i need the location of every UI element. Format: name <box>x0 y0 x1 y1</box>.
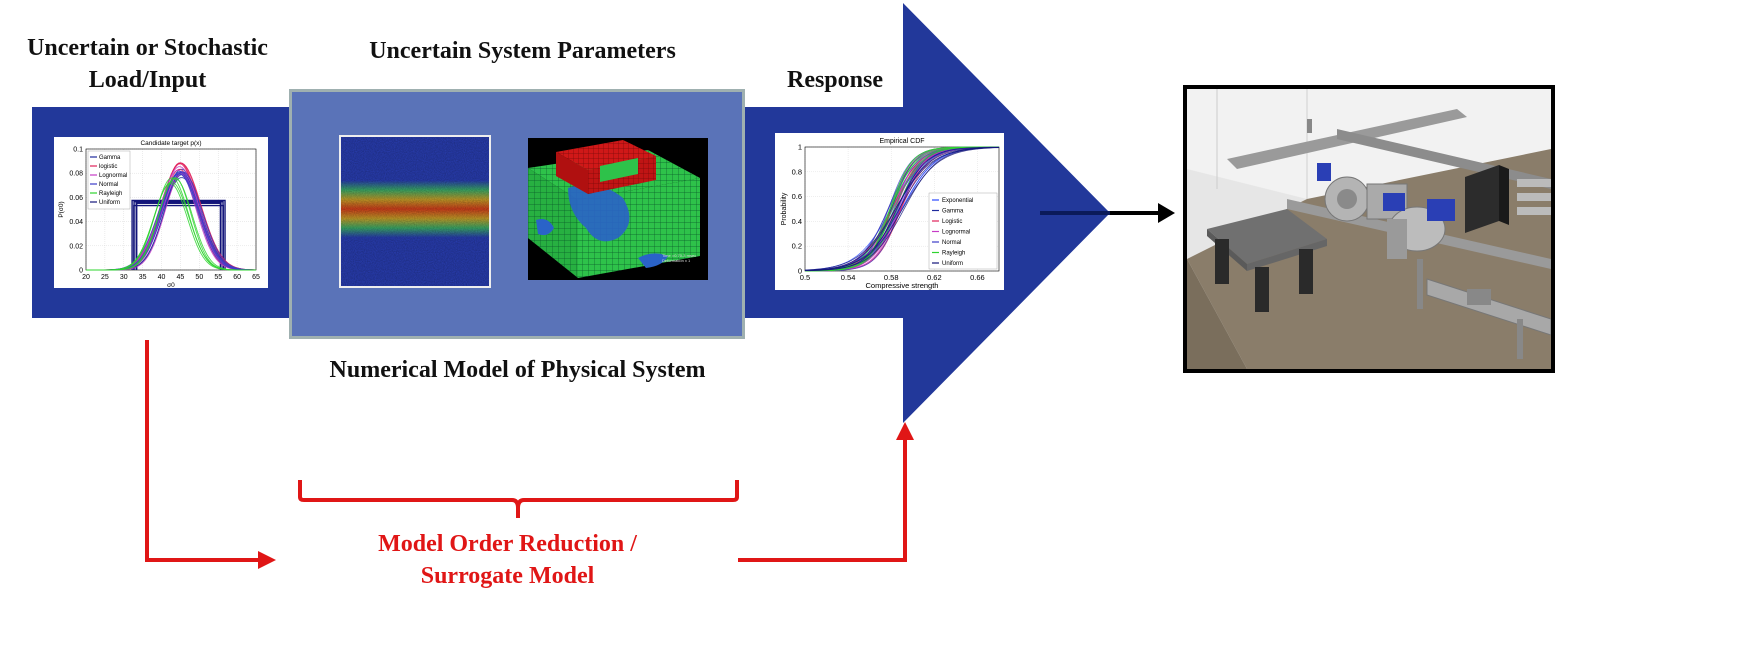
cdf-chart-title: Empirical CDF <box>879 138 924 145</box>
cdf-y-axis-label: Probability <box>781 192 788 225</box>
pdf-series-uniform <box>131 199 226 270</box>
output-arrowhead <box>1158 203 1175 223</box>
pdf-y-tick-label: 0.1 <box>73 147 83 154</box>
input-pdf-panel: Candidate target p(x) 20 25 30 35 40 45 50 55 60 6… <box>54 137 268 289</box>
pdf-y-tick-label: 0.06 <box>69 195 83 202</box>
pdf-y-tick-label: 0.04 <box>69 219 83 226</box>
input-title: Uncertain or Stochastic Load/Input <box>0 32 295 96</box>
pdf-legend-box <box>87 150 131 210</box>
pdf-y-axis-label: P(σ0) <box>58 201 65 217</box>
response-title: Response <box>786 67 883 93</box>
pdf-x-tick-label: 35 <box>139 274 147 281</box>
pdf-y-tick-label: 0.08 <box>69 171 83 178</box>
input-title-line2: Load/Input <box>88 67 207 93</box>
pdf-series-uniform <box>133 200 224 270</box>
cdf-x-tick-label: 0.62 <box>927 273 942 282</box>
pdf-x-axis-label: σ0 <box>167 282 175 288</box>
model-title: Numerical Model of Physical System <box>329 357 706 383</box>
cdf-legend: ExponentialGammaLogisticLognormalNormalR… <box>928 192 998 270</box>
pdf-legend-item: Rayleigh <box>99 191 122 197</box>
params-title: Uncertain System Parameters <box>369 38 676 64</box>
cdf-x-tick-label: 0.66 <box>970 273 985 282</box>
physical-system-panel <box>1183 85 1555 373</box>
model-brace <box>298 480 739 518</box>
cdf-legend-item: Logistic <box>942 219 962 225</box>
input-pdf-chart: Candidate target p(x) 20 25 30 35 40 45 50 55 60 6… <box>58 140 260 289</box>
input-arrowhead <box>258 551 276 569</box>
fe-caption-line1: Time =0.70-3 msec <box>662 253 696 258</box>
cdf-axes-frame <box>804 146 1000 272</box>
cdf-y-tick-label: 0.6 <box>792 192 802 201</box>
reduction-title: Model Order Reduction / Surrogate Model <box>330 528 685 592</box>
cdf-legend-item: Uniform <box>942 261 963 267</box>
cdf-legend-item: Normal <box>942 240 961 246</box>
pdf-y-tick-label: 0 <box>79 268 83 275</box>
response-arrowhead <box>896 422 914 440</box>
fe-mesh-panel: Time =0.70-3 msec Deformation x 1 <box>528 138 708 280</box>
cdf-y-tick-label: 0 <box>798 267 802 276</box>
pdf-series-rayleigh <box>85 183 257 271</box>
pdf-series-uniform <box>135 201 222 270</box>
cdf-legend-box <box>928 192 998 270</box>
random-field-panel <box>339 135 491 288</box>
pdf-y-tick-label: 0.02 <box>69 243 83 250</box>
fe-mesh-image: Time =0.70-3 msec Deformation x 1 <box>528 140 700 278</box>
cdf-series-uniform <box>804 147 1000 271</box>
cdf-y-tick-label: 0.2 <box>792 242 802 251</box>
pdf-x-tick-label: 50 <box>195 274 203 281</box>
physical-system-image <box>1187 89 1551 369</box>
pdf-chart-title: Candidate target p(x) <box>140 140 201 147</box>
random-field-image <box>341 137 489 286</box>
cdf-legend-item: Gamma <box>942 209 964 215</box>
pdf-legend-item: Normal <box>99 182 118 188</box>
input-title-line1: Uncertain or Stochastic <box>27 35 268 61</box>
pdf-x-tick-label: 65 <box>252 274 260 281</box>
pdf-legend-item: Gamma <box>99 155 121 161</box>
reduction-title-line1: Model Order Reduction / <box>378 531 637 557</box>
pdf-legend-item: Uniform <box>99 200 120 206</box>
pdf-legend: Gamma logisticLognormalNormalRayleighUnif… <box>87 150 131 210</box>
response-cdf-panel: Empirical CDF 0.5 0.54 0.58 0.62 0.66 0 0.2 0.4 0… <box>775 133 1004 290</box>
reduction-title-line2: Surrogate Model <box>420 563 595 589</box>
input-to-reduction-arrow <box>145 340 262 562</box>
cdf-y-tick-label: 1 <box>798 143 802 152</box>
cdf-x-tick-label: 0.58 <box>884 273 899 282</box>
pdf-legend-item: Lognormal <box>99 173 127 179</box>
cdf-x-tick-label: 0.54 <box>841 273 856 282</box>
response-cdf-chart: Empirical CDF 0.5 0.54 0.58 0.62 0.66 0 0.2 0.4 0… <box>781 138 1000 290</box>
cdf-x-tick-label: 0.5 <box>800 273 810 282</box>
cdf-y-tick-label: 0.4 <box>792 217 802 226</box>
cdf-y-tick-label: 0.8 <box>792 167 802 176</box>
cdf-series-uniform <box>804 147 1000 272</box>
pdf-x-tick-label: 30 <box>120 274 128 281</box>
fe-caption-line2: Deformation x 1 <box>662 258 691 263</box>
reduction-to-response-arrow <box>738 436 907 562</box>
pdf-x-tick-label: 20 <box>82 274 90 281</box>
pdf-x-tick-label: 55 <box>214 274 222 281</box>
cdf-legend-item: Lognormal <box>942 230 970 236</box>
pdf-x-tick-label: 45 <box>177 274 185 281</box>
cdf-legend-item: Rayleigh <box>942 251 965 257</box>
pdf-x-tick-label: 60 <box>233 274 241 281</box>
cdf-x-axis-label: Compressive strength <box>866 281 939 290</box>
cdf-legend-item: Exponential <box>942 198 973 204</box>
pdf-legend-item: logistic <box>99 164 117 170</box>
cdf-series-rayleigh <box>804 146 1000 272</box>
pdf-x-tick-label: 40 <box>158 274 166 281</box>
pdf-x-tick-label: 25 <box>101 274 109 281</box>
pdf-axes-frame <box>85 148 257 271</box>
